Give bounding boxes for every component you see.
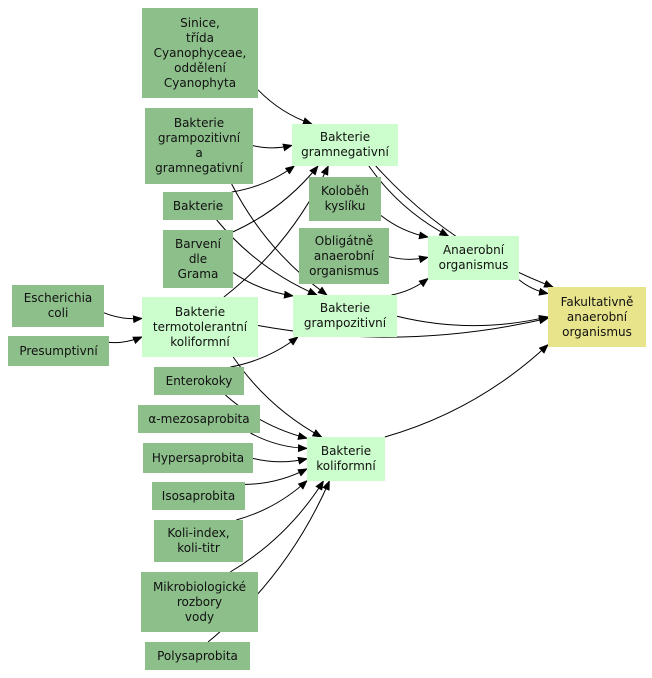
node-bakterie-gramnegativni: Bakterie gramnegativní (292, 124, 398, 166)
node-mikrobiologicke-rozbory-vody: Mikrobiologické rozbory vody (141, 572, 258, 632)
edge-grampoz-to-fakultativne (396, 314, 549, 327)
edge-grampoz-to-anaerobni (391, 277, 429, 296)
node-label: Bakterie gramnegativní (301, 130, 389, 159)
edge-gramneg-to-anaerobni (368, 165, 450, 237)
edge-bakterie_grampoz_gramneg-to-grampoz (231, 183, 328, 296)
edge-enterokoky-to-koliformni (225, 394, 308, 440)
node-bakterie-grampozitivni: Bakterie grampozitivní (293, 295, 397, 337)
edge-anaerobni-to-fakultativne (518, 279, 549, 296)
node-fakultativne-anaerobni-organismus: Fakultativně anaerobní organismus (548, 287, 646, 347)
node-bakterie-koliformni: Bakterie koliformní (307, 437, 385, 481)
edge-kolobeh-to-anaerobni (380, 215, 429, 240)
node-enterokoky: Enterokoky (154, 367, 244, 395)
edge-sinice-to-gramneg (257, 89, 313, 125)
node-label: Obligátně anaerobní organismus (309, 233, 379, 278)
node-sinice: Sinice, třída Cyanophyceae, oddělení Cya… (142, 8, 258, 98)
node-label: Fakultativně anaerobní organismus (560, 294, 634, 339)
edge-escherichia-to-termotolerantni (103, 312, 143, 324)
node-label: α-mezosaprobita (148, 411, 250, 426)
edge-hypersaprobita-to-koliformni (252, 456, 308, 465)
node-label: Bakterie grampozitivní (303, 301, 387, 330)
node-label: Koli-index, koli-titr (167, 526, 230, 555)
edge-barveni-to-grampoz (232, 272, 294, 299)
node-escherichia-coli: Escherichia coli (12, 285, 104, 327)
node-bakterie-termotolerantni-koliformni: Bakterie termotolerantní koliformní (142, 297, 258, 357)
edge-mikrobiologicke-to-koliformni (229, 480, 324, 573)
node-label: Mikrobiologické rozbory vody (152, 579, 247, 624)
node-obligatne-anaerobni-organismus: Obligátně anaerobní organismus (299, 228, 389, 284)
node-bakterie-grampozitivni-a-gramnegativni: Bakterie grampozitivní a gramnegativní (145, 108, 253, 184)
node-label: Koloběh kyslíku (321, 184, 369, 213)
node-label: Bakterie grampozitivní a gramnegativní (155, 116, 243, 175)
node-label: Barvení dle Grama (175, 236, 221, 281)
edge-mezosaprobita-to-koliformni (250, 432, 308, 453)
node-bakterie: Bakterie (163, 192, 233, 220)
edge-koliformni-to-fakultativne (384, 344, 549, 438)
node-label: Presumptivní (19, 343, 98, 358)
node-label: Bakterie (172, 198, 224, 213)
edge-bakterie_grampoz_gramneg-to-gramneg (252, 143, 293, 152)
edge-barveni-to-gramneg (232, 165, 319, 233)
node-polysaprobita: Polysaprobita (145, 642, 250, 670)
edge-bakterie-to-gramneg (231, 165, 296, 193)
node-barveni-dle-grama: Barvení dle Grama (163, 230, 233, 288)
node-hypersaprobita: Hypersaprobita (143, 443, 253, 473)
node-kolobeh-kysliku: Koloběh kyslíku (309, 177, 381, 221)
edge-koli_index-to-koliformni (236, 480, 308, 521)
node-label: Polysaprobita (157, 648, 238, 663)
node-label: Anaerobní organismus (438, 243, 509, 272)
edge-presumptivni-to-termotolerantni (108, 336, 143, 345)
node-label: Hypersaprobita (151, 450, 245, 465)
node-anaerobni-organismus: Anaerobní organismus (428, 236, 519, 280)
node-koli-index-koli-titr: Koli-index, koli-titr (154, 520, 243, 562)
node-presumptivni: Presumptivní (8, 336, 109, 366)
node-alfa-mezosaprobita: α-mezosaprobita (138, 405, 260, 433)
node-label: Sinice, třída Cyanophyceae, oddělení Cya… (153, 15, 247, 90)
node-label: Bakterie koliformní (316, 444, 376, 473)
node-label: Isosaprobita (161, 488, 236, 503)
node-label: Bakterie termotolerantní koliformní (152, 304, 248, 349)
node-label: Enterokoky (165, 373, 233, 388)
edge-enterokoky-to-grampoz (230, 336, 299, 368)
edge-obligatne-to-anaerobni (388, 255, 429, 264)
node-label: Escherichia coli (23, 291, 93, 320)
edge-isosaprobita-to-koliformni (244, 468, 308, 485)
node-isosaprobita: Isosaprobita (152, 482, 245, 510)
